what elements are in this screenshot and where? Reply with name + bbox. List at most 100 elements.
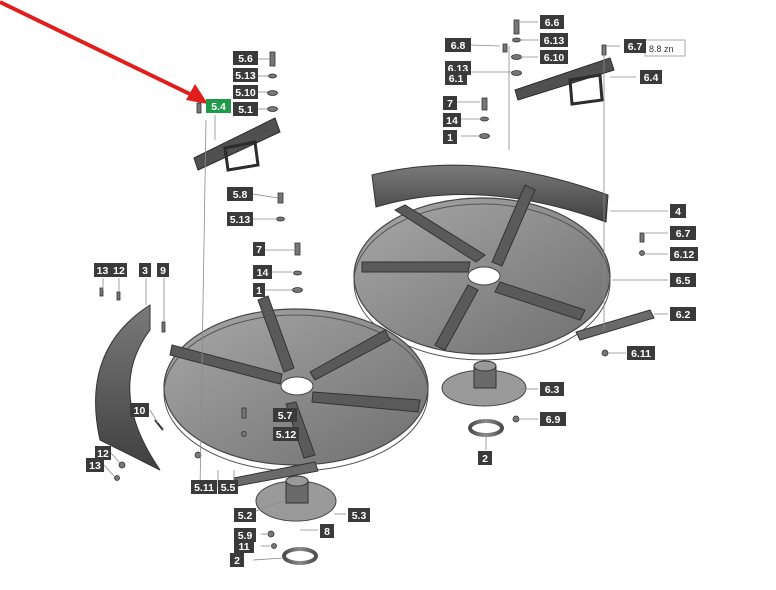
label-text: 6.1 — [449, 73, 464, 85]
vane-5c — [311, 391, 421, 413]
vane-6e — [361, 261, 471, 273]
lock-ring-2a — [282, 547, 318, 565]
label-text: 5.12 — [276, 429, 297, 441]
label-lab-5-6: 5.6 — [233, 51, 258, 65]
label-lab-1b: 1 — [443, 130, 457, 144]
label-lab-5-11: 5.11 — [191, 480, 217, 494]
label-lab-6-8: 6.8 — [445, 38, 471, 52]
label-text: 5.6 — [238, 53, 253, 65]
label-lab-6-6: 6.6 — [540, 15, 564, 29]
label-text: 14 — [446, 115, 458, 127]
label-lab-6-11: 6.11 — [627, 346, 655, 360]
vane-6a — [393, 204, 486, 263]
label-box — [478, 451, 492, 465]
hub-top-6-3 — [473, 360, 497, 372]
label-lab-5-7: 5.7 — [273, 408, 297, 422]
label-lab-5-1: 5.1 — [233, 102, 258, 116]
label-box — [670, 307, 696, 321]
label-box — [443, 96, 457, 110]
vane-6c — [494, 281, 586, 321]
label-lab-5-8: 5.8 — [227, 187, 253, 201]
label-lab-14b: 14 — [443, 113, 461, 127]
label-lab-2b: 2 — [478, 451, 492, 465]
label-box — [130, 403, 149, 417]
label-text: 6.13 — [544, 35, 565, 47]
guard-plate-4 — [371, 164, 609, 223]
label-text: 3 — [142, 265, 148, 277]
label-box — [191, 480, 217, 494]
label-lab-8: 8 — [320, 524, 334, 538]
label-text: 5.8 — [233, 189, 248, 201]
label-lab-6-1: 6.1 — [445, 71, 467, 85]
label-box — [253, 242, 265, 256]
label-lab-7b: 7 — [443, 96, 457, 110]
label-text: 12 — [97, 448, 109, 460]
label-text: 7 — [256, 244, 262, 256]
label-text: 5.13 — [235, 70, 256, 82]
label-box — [670, 273, 696, 287]
mount-arm-5-4 — [193, 117, 281, 171]
label-text: 6.7 — [676, 228, 691, 240]
label-text: 13 — [97, 265, 109, 277]
label-box — [443, 113, 461, 127]
label-box — [233, 102, 258, 116]
label-text: 13 — [89, 460, 101, 472]
label-box — [348, 508, 370, 522]
mount-arm-6-4 — [514, 57, 615, 101]
label-box — [320, 524, 334, 538]
label-lab-10: 10 — [130, 403, 149, 417]
label-lab-11: 11 — [234, 539, 254, 553]
label-lab-13a: 13 — [94, 263, 111, 277]
vane-5a — [257, 295, 295, 373]
label-lab-5-13b: 5.13 — [227, 212, 253, 226]
label-lab-6-4: 6.4 — [640, 70, 662, 84]
label-text: 14 — [257, 267, 269, 279]
label-lab-6-7a: 6.7 — [624, 39, 646, 53]
right-disc-assembly — [353, 19, 655, 437]
label-box — [233, 68, 258, 82]
label-lab-5-12: 5.12 — [273, 427, 299, 441]
label-box — [640, 70, 662, 84]
label-text: 6.6 — [545, 17, 560, 29]
label-text: 6.8 — [451, 40, 466, 52]
label-text: 6.2 — [676, 309, 691, 321]
label-box — [273, 427, 299, 441]
vane-6d — [434, 284, 479, 351]
label-lab-5-13a: 5.13 — [233, 68, 258, 82]
label-text: 8 — [324, 526, 330, 538]
label-lab-5-5: 5.5 — [218, 480, 238, 494]
label-box — [157, 263, 169, 277]
label-lab-14a: 14 — [253, 265, 272, 279]
label-text: 10 — [134, 405, 146, 417]
label-text: 11 — [238, 541, 249, 553]
label-box — [670, 204, 686, 218]
label-box — [227, 212, 253, 226]
label-box — [445, 38, 471, 52]
label-box — [234, 508, 256, 522]
label-lab-5-2: 5.2 — [234, 508, 256, 522]
label-text: 7 — [447, 98, 453, 110]
lock-ring-2b — [468, 419, 504, 437]
label-text: 5.3 — [352, 510, 367, 522]
label-box — [670, 226, 696, 240]
vane-5b — [309, 329, 391, 381]
label-lab-12a: 12 — [111, 263, 127, 277]
label-text: 5.2 — [238, 510, 253, 522]
label-box — [111, 263, 127, 277]
label-text: 6.12 — [674, 249, 695, 261]
label-text: 6.5 — [676, 275, 691, 287]
label-lab-3: 3 — [139, 263, 151, 277]
label-text: 5.10 — [235, 87, 256, 99]
side-note-text: 8.8 zn — [649, 44, 674, 54]
guard-plate-3 — [95, 304, 161, 471]
label-box — [253, 265, 272, 279]
label-box — [234, 528, 256, 542]
label-text: 5.5 — [221, 482, 236, 494]
label-text: 6.9 — [546, 414, 561, 426]
label-box — [253, 283, 265, 297]
label-box — [230, 553, 244, 567]
vane-6b — [491, 184, 536, 267]
label-box — [627, 346, 655, 360]
